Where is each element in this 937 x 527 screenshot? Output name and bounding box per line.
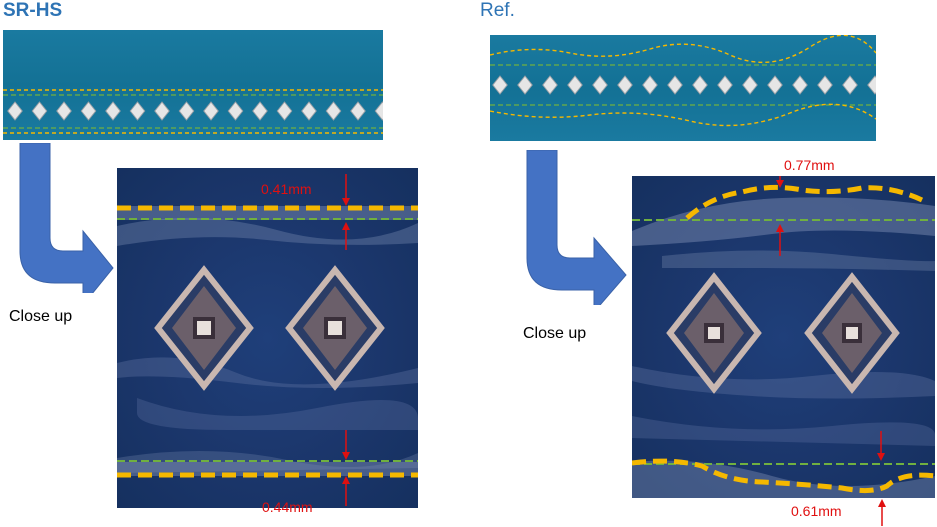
pad-right-2 [804,272,900,394]
strip-pad [227,101,244,121]
measurement-bottom-right: 0.61mm [791,503,842,519]
strip-pad [105,101,121,121]
strip-pad [542,75,558,95]
strip-pad [767,75,783,95]
strip-pad [31,101,48,121]
pad-left-1 [154,265,254,391]
strip-pad [817,75,833,95]
sr-hs-strip-drawing [3,89,383,134]
measurement-top-right: 0.77mm [784,157,835,173]
ref-strip-drawing [490,35,876,127]
sr-hs-closeup-drawing [117,174,418,506]
strip-pad [350,101,366,121]
strip-pad [80,101,97,121]
strip-pad [867,75,876,95]
strip-pad [792,75,808,95]
strip-pad [592,75,608,95]
strip-pad [692,75,708,95]
sr-hs-board-strip [3,30,383,140]
red-arrow-icon [342,430,350,506]
sr-hs-closeup-image [117,168,418,508]
strip-pad [56,101,72,121]
strip-pad [742,75,758,95]
ref-board-strip [490,35,876,141]
ref-title: Ref. [480,0,515,21]
strip-pad [492,75,508,95]
ref-closeup-drawing [632,176,935,498]
strip-pad [617,75,633,95]
strip-pad [517,75,533,95]
strip-pad [154,101,170,121]
red-arrow-icon [878,499,886,526]
bent-down-right-arrow-icon [19,143,114,293]
ref-closeup-image [632,176,935,498]
strip-pad [252,101,268,121]
strip-pad [842,75,858,95]
red-arrow-icon [877,431,885,461]
red-arrow-icon [342,174,350,250]
strip-pad [7,101,23,121]
strip-pad [178,101,195,121]
strip-pad [325,101,342,121]
strip-pad [567,75,583,95]
strip-pad [301,101,317,121]
close-up-caption-left: Close up [9,308,73,325]
strip-pad [642,75,658,95]
measurement-top-left: 0.41mm [261,181,312,197]
strip-pad [374,101,383,121]
strip-pad [667,75,683,95]
pad-left-2 [285,265,385,391]
strip-pad [717,75,733,95]
strip-pad [276,101,293,121]
sr-hs-title: SR-HS [3,0,63,21]
pad-right-1 [666,272,762,394]
measurement-bottom-left: 0.44mm [262,499,313,515]
red-arrow-icon [776,176,784,256]
bent-down-right-arrow-icon [526,150,627,305]
close-up-caption-right: Close up [523,325,587,342]
strip-pad [129,101,146,121]
strip-pad [203,101,219,121]
